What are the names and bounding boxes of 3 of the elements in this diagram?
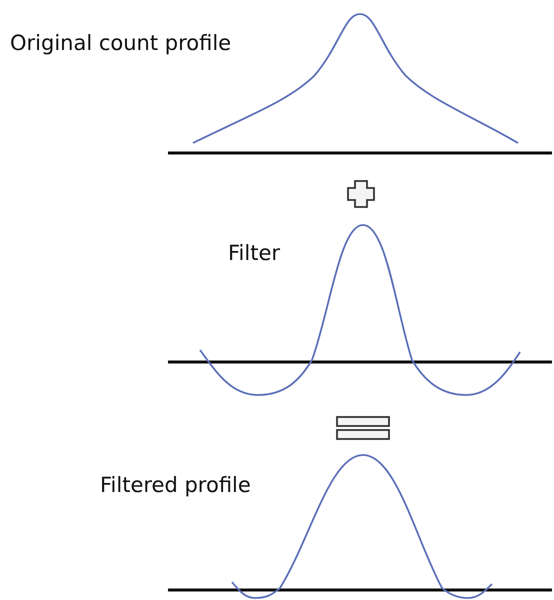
curve-title: Filter xyxy=(228,241,280,265)
curve-title: Filtered profile xyxy=(100,473,251,497)
curve-title: Original count profile xyxy=(10,31,232,55)
